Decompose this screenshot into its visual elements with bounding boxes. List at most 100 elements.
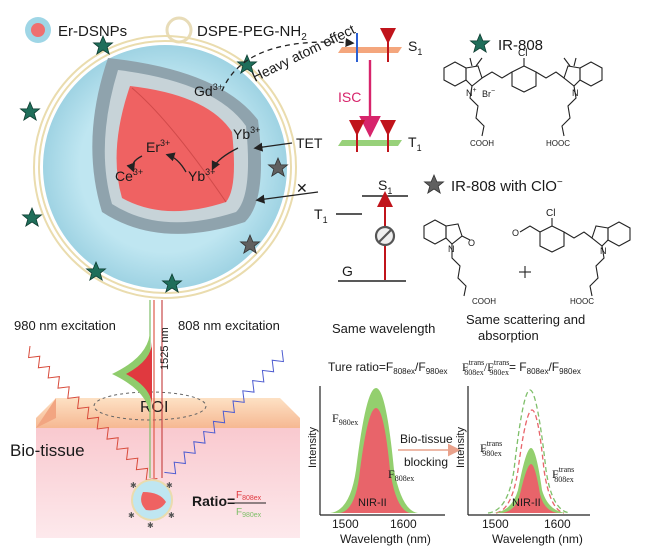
s1-lower-label: S1 — [378, 177, 392, 196]
svg-text:✱: ✱ — [130, 481, 137, 490]
panel2-f808-trans-curve — [502, 464, 558, 513]
mini-nanoparticle: ✱ ✱ ✱ ✱ ✱ — [128, 479, 175, 530]
exc808-wave — [164, 349, 285, 475]
panel2-tick-1500: 1500 — [482, 517, 509, 531]
exc808-label: 808 nm excitation — [178, 318, 280, 333]
exc980-wave — [27, 345, 158, 481]
ir808-clo-star-icon — [239, 233, 261, 255]
ir808-cooh-label: COOH — [470, 139, 494, 148]
ir808-structure — [443, 57, 603, 137]
panel1-y-label: Intensity — [307, 427, 319, 468]
legend-er-dsnps: Er-DSNPs — [25, 17, 127, 43]
panel1-nir-label: NIR-II — [358, 497, 387, 509]
exc980-label: 980 nm excitation — [14, 318, 116, 333]
true-ratio-label: Ture ratio=F808ex/F980ex — [328, 360, 448, 376]
nm1525-label: 1525 nm — [159, 327, 171, 370]
tet-label: TET — [296, 135, 323, 151]
ir808-clo-star-icon — [267, 156, 289, 178]
ir808-clo-n2-label: N — [448, 244, 455, 254]
svg-text:✱: ✱ — [147, 521, 154, 530]
er-dsnps-core-icon — [31, 23, 45, 37]
ratio-denominator: F980ex — [236, 507, 262, 519]
legend-er-dsnps-label: Er-DSNPs — [58, 23, 127, 40]
panel2-f980-original-dashed — [487, 389, 571, 514]
panel1-f808-label: F808ex — [388, 467, 414, 483]
ir808-star-icon — [469, 32, 491, 54]
bio-tissue-arrow-label: Bio-tissue — [400, 432, 453, 446]
yb-shell-ion-label: Yb3+ — [233, 125, 260, 142]
tissue-body — [36, 428, 300, 538]
ir808-clo-hooc-label: HOOC — [570, 297, 594, 306]
ir808-clo-cl-label: Cl — [546, 208, 555, 219]
ir808-n-label: N — [572, 88, 579, 98]
yb-shell-to-core-arrow — [211, 147, 239, 171]
ir808-star-icon — [19, 100, 41, 122]
blocking-label: blocking — [404, 455, 448, 469]
ir808-clo-structure — [423, 218, 631, 297]
panel2-nir-label: NIR-II — [512, 497, 541, 509]
heavy-atom-arrow — [221, 37, 355, 92]
legend-dspe-peg: DSPE-PEG-NH2 — [165, 16, 307, 44]
peg-inner-ring — [38, 40, 292, 294]
core-wedge — [116, 86, 234, 212]
t1-right-level — [338, 140, 402, 146]
ir808-br-label: Br− — [482, 88, 495, 99]
panel1-x-label: Wavelength (nm) — [340, 532, 431, 546]
panel1-tick-1500: 1500 — [332, 517, 359, 531]
ir808-legend: IR-808 — [469, 32, 543, 54]
ir808-star-icon — [236, 53, 258, 75]
panel1-f808-curve — [340, 408, 410, 513]
tissue-schematic: ROI Bio-tissue 980 nm excitation 808 nm … — [10, 300, 300, 538]
er-to-ce-arrow — [126, 155, 143, 173]
legend-dspe-peg-label: DSPE-PEG-NH — [197, 23, 301, 40]
t1-left-label: T1 — [314, 206, 328, 225]
s1-top-label: S1 — [408, 38, 422, 57]
same-scattering-label-1: Same scattering and — [466, 312, 585, 327]
panel1-f980-label: F980ex — [332, 411, 358, 427]
gd-ion-label: Gd3+ — [194, 82, 223, 99]
ir808-clo-legend: IR-808 with ClO− — [423, 173, 563, 195]
s1-top-level — [338, 47, 402, 53]
panel1-tick-1600: 1600 — [390, 517, 417, 531]
tet-arrow — [253, 142, 293, 152]
ir808-clo-star-icon — [423, 173, 445, 195]
ir808-markers — [19, 34, 258, 294]
same-wavelength-label: Same wavelength — [332, 321, 435, 336]
ir808-label: IR-808 — [498, 37, 543, 54]
ir808-star-icon — [85, 260, 107, 282]
nanoparticle: Gd3+ Er3+ Ce3+ Yb3+ Yb3+ — [19, 34, 297, 299]
svg-text:✱: ✱ — [166, 481, 173, 490]
ir808-clo-o-label: O — [512, 228, 519, 238]
panel2-x-label: Wavelength (nm) — [492, 532, 583, 546]
ir808-clo-o2-label: O — [468, 238, 475, 248]
blocked-x-icon: ✕ — [296, 180, 308, 196]
panel2-tick-1600: 1600 — [544, 517, 571, 531]
ir808-star-icon — [92, 34, 114, 56]
ir808-clo-markers — [239, 156, 289, 255]
ir808-clo-cooh-label: COOH — [472, 297, 496, 306]
panel2-y-label: Intensity — [455, 427, 467, 468]
ratio-numerator: F808ex — [236, 490, 262, 502]
blocked-transfer-arrow — [255, 191, 319, 204]
ir808-cl-label: Cl — [518, 48, 527, 59]
t1-right-label: T1 — [408, 134, 422, 153]
ir808-star-icon — [161, 272, 183, 294]
svg-text:✱: ✱ — [128, 511, 135, 520]
spectrum-panel-1: Same wavelength Ture ratio=F808ex/F980ex… — [307, 321, 448, 546]
same-scattering-label-2: absorption — [478, 328, 539, 343]
roi-ellipse — [93, 391, 207, 421]
ir808-hooc-label: HOOC — [546, 139, 570, 148]
ir808-clo-label: IR-808 with ClO− — [451, 177, 563, 195]
bio-tissue-label: Bio-tissue — [10, 441, 85, 460]
ir808-star-icon — [21, 206, 43, 228]
svg-text:✱: ✱ — [168, 511, 175, 520]
g-label: G — [342, 263, 353, 279]
ratio-label: Ratio= — [192, 493, 235, 509]
peg-outer-ring — [33, 35, 297, 299]
emission-peak-red — [126, 342, 152, 406]
ir808-clo-n3-label: N — [600, 246, 607, 256]
